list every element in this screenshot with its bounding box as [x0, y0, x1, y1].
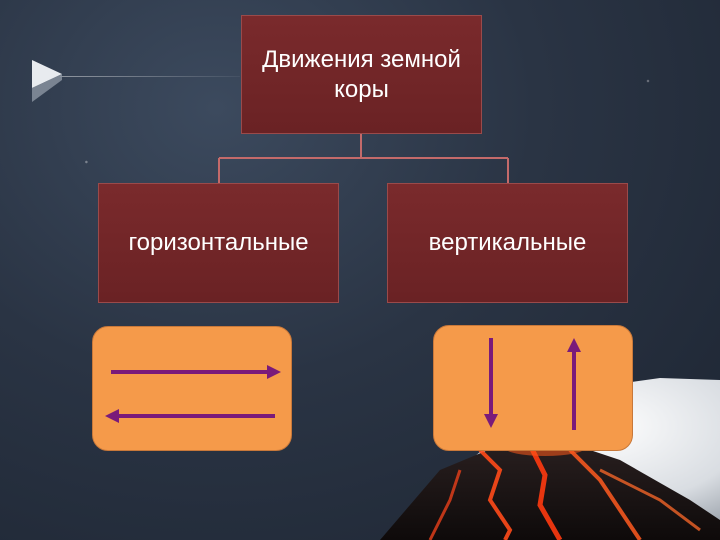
decorative-line	[60, 76, 240, 77]
vertical-arrows-icon	[484, 338, 581, 430]
child-node-label: горизонтальные	[128, 229, 309, 256]
vertical-arrows-card	[433, 325, 633, 451]
root-node-label: Движения земной коры	[262, 45, 461, 103]
play-icon	[32, 60, 62, 102]
child-node-horizontal: горизонтальные	[98, 183, 339, 303]
horizontal-arrows-icon	[105, 365, 281, 423]
root-node: Движения земной коры	[241, 15, 482, 134]
horizontal-arrows-card	[92, 326, 292, 451]
child-node-vertical: вертикальные	[387, 183, 628, 303]
child-node-label: вертикальные	[428, 229, 587, 256]
